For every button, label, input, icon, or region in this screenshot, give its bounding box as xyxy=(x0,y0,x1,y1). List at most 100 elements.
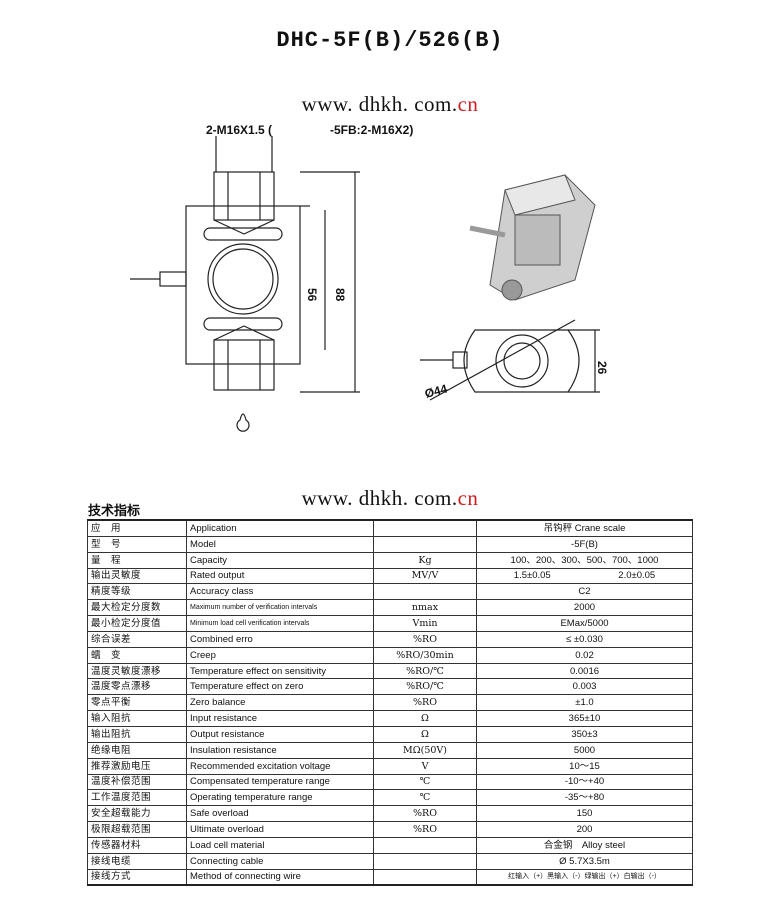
spec-cn-cell: 最小检定分度值 xyxy=(87,615,187,632)
spec-cn-cell: 精度等级 xyxy=(87,583,187,601)
spec-val-cell: 5000 xyxy=(476,741,693,759)
spec-cn-cell: 零点平衡 xyxy=(87,694,187,712)
spec-val-cell: 350±3 xyxy=(476,725,693,743)
spec-en-cell: Accuracy class xyxy=(186,583,374,601)
website-url-top[interactable]: www. dhkh. com.cn xyxy=(0,92,780,117)
spec-en-cell: Rated output xyxy=(186,567,374,585)
spec-val-cell: Ø 5.7X3.5m xyxy=(476,852,693,870)
dim-label-26: 26 xyxy=(595,361,609,375)
spec-en-cell: Compensated temperature range xyxy=(186,773,374,791)
spec-val-cell: 吊钩秤 Crane scale xyxy=(476,518,693,537)
spec-unit-cell xyxy=(373,535,477,553)
spec-unit-cell: nmax xyxy=(373,599,477,617)
top-view-outline xyxy=(463,329,580,393)
spec-unit-cell: %RO/℃ xyxy=(373,678,477,696)
spec-cn-cell: 量 程 xyxy=(87,551,187,569)
spec-en-cell: Capacity xyxy=(186,551,374,569)
spec-unit-cell: %RO/30min xyxy=(373,646,477,664)
spec-en-cell: Insulation resistance xyxy=(186,741,374,759)
page-title: DHC-5F(B)/526(B) xyxy=(276,28,504,53)
spec-val-cell: 1.5±0.05 2.0±0.05 xyxy=(476,567,693,585)
website-url-bottom[interactable]: www. dhkh. com.cn xyxy=(0,486,780,511)
spec-val-cell: 150 xyxy=(476,805,693,823)
technical-drawing: 2-M16X1.5 ( -5FB:2-M16X2) 56 88 26 Ø44 xyxy=(130,123,609,432)
website-url-main: www. dhkh. com. xyxy=(301,92,458,116)
spec-unit-cell: Kg xyxy=(373,551,477,569)
dim-label-88: 88 xyxy=(333,288,347,302)
spec-en-cell: Recommended excitation voltage xyxy=(186,757,374,775)
thread-label-alt: -5FB:2-M16X2) xyxy=(330,123,413,137)
spec-value-a: 1.5±0.05 xyxy=(513,570,551,582)
spec-val-cell: -10～+40 xyxy=(476,773,693,791)
spec-value-b: 2.0±0.05 xyxy=(618,570,656,582)
spec-cn-cell: 最大检定分度数 xyxy=(87,599,187,617)
spec-cn-cell: 综合误差 xyxy=(87,630,187,648)
spec-cn-cell: 温度零点漂移 xyxy=(87,678,187,696)
spec-unit-cell: %RO xyxy=(373,630,477,648)
spec-en-cell: Safe overload xyxy=(186,805,374,823)
spec-cn-cell: 蠕 变 xyxy=(87,646,187,664)
spec-val-cell: 2000 xyxy=(476,599,693,617)
cable-gland xyxy=(159,271,187,287)
spec-val-cell: 0.0016 xyxy=(476,662,693,680)
spec-val-cell: 0.02 xyxy=(476,646,693,664)
spec-val-cell: ±1.0 xyxy=(476,694,693,712)
spec-cn-cell: 型 号 xyxy=(87,535,187,553)
spec-en-cell: Model xyxy=(186,535,374,553)
dim-label-44: Ø44 xyxy=(423,381,449,400)
spec-unit-cell: Ω xyxy=(373,725,477,743)
spec-unit-cell: MΩ(50V) xyxy=(373,741,477,759)
section-title: 技术指标 xyxy=(88,504,141,519)
spec-cn-cell: 应 用 xyxy=(87,518,187,537)
spec-unit-cell: Ω xyxy=(373,710,477,727)
spec-val-cell: 10～15 xyxy=(476,757,693,775)
spec-en-cell: Connecting cable xyxy=(186,852,374,870)
spec-en-cell: Combined erro xyxy=(186,630,374,648)
spec-en-cell: Temperature effect on zero xyxy=(186,678,374,696)
spec-cn-cell: 温度灵敏度漂移 xyxy=(87,662,187,680)
spec-val-cell: 365±10 xyxy=(476,710,693,727)
spec-val-cell: 100、200、300、500、700、1000 xyxy=(476,551,693,569)
spec-val-cell: 合金钢 Alloy steel xyxy=(476,836,693,854)
bottom-thread-block xyxy=(213,339,275,391)
spec-val-cell: 0.003 xyxy=(476,678,693,696)
spec-val-cell: 200 xyxy=(476,821,693,838)
center-bore xyxy=(207,243,279,315)
spec-cn-cell: 输出阻抗 xyxy=(87,725,187,743)
spec-cn-cell: 温度补偿范围 xyxy=(87,773,187,791)
spec-unit-cell xyxy=(373,836,477,854)
spec-unit-cell: %RO xyxy=(373,821,477,838)
spec-cn-cell: 传感器材料 xyxy=(87,836,187,854)
spec-unit-cell xyxy=(373,518,477,537)
dim-label-56: 56 xyxy=(305,288,319,302)
spec-cn-cell: 极限超载范围 xyxy=(87,821,187,838)
dim-line-44 xyxy=(429,319,576,401)
spec-unit-cell: MV/V xyxy=(373,567,477,585)
spec-cn-cell: 接线电缆 xyxy=(87,852,187,870)
spec-val-cell: ≤ ±0.030 xyxy=(476,630,693,648)
website-url-suffix: cn xyxy=(457,92,479,116)
website-url-suffix: cn xyxy=(457,486,479,510)
spec-unit-cell xyxy=(373,583,477,601)
spec-unit-cell xyxy=(373,868,477,887)
spec-val-cell: C2 xyxy=(476,583,693,601)
spec-unit-cell: %RO xyxy=(373,694,477,712)
website-url-main: www. dhkh. com. xyxy=(301,486,458,510)
spec-en-cell: Ultimate overload xyxy=(186,821,374,838)
spec-unit-cell: Vmin xyxy=(373,615,477,632)
spec-en-cell: Load cell material xyxy=(186,836,374,854)
